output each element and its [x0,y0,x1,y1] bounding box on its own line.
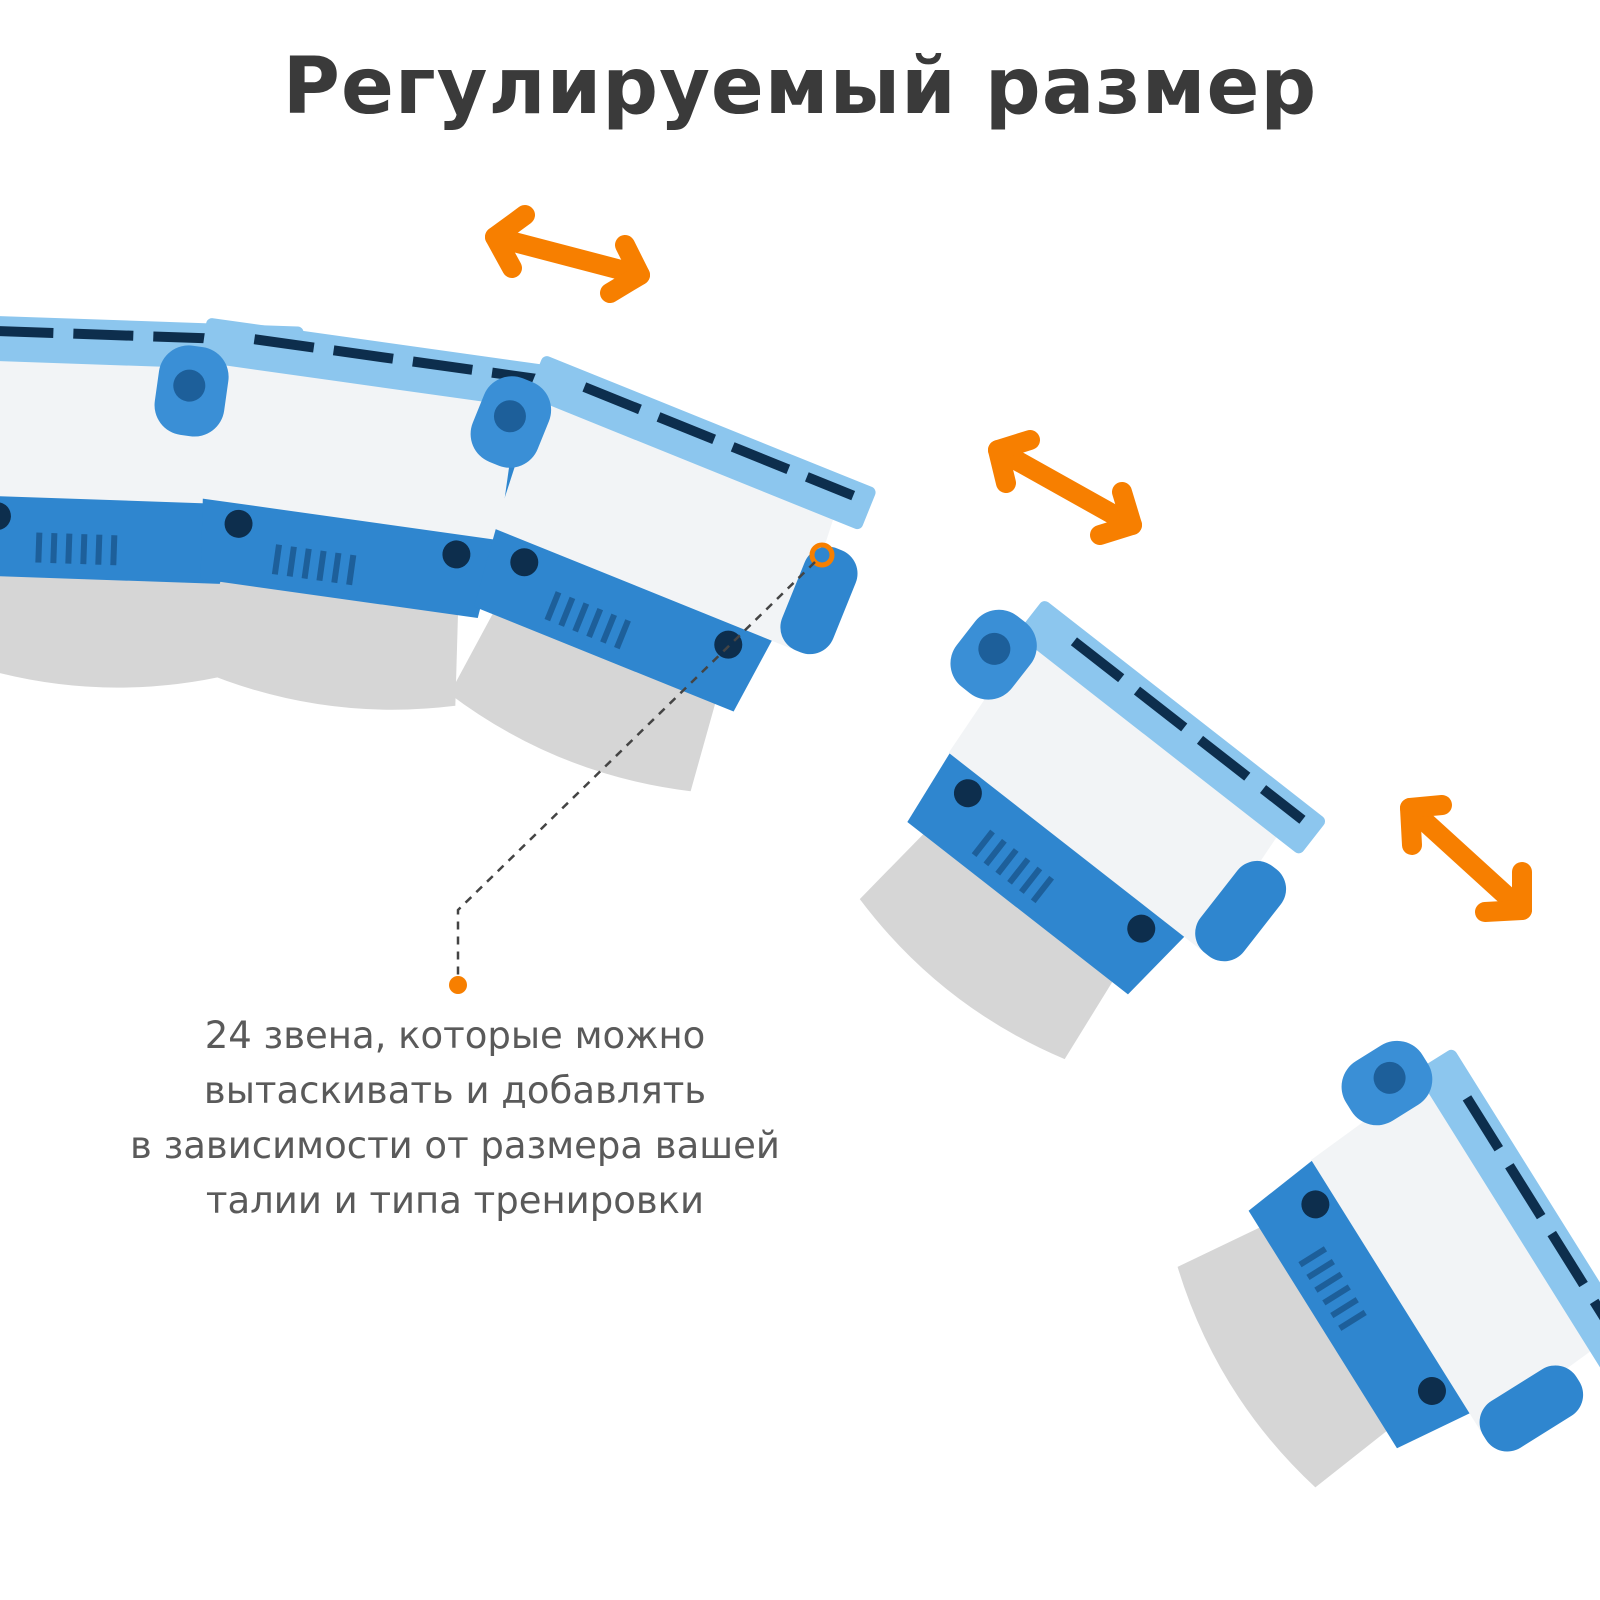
feature-description: 24 звена, которые можно вытаскивать и до… [100,1008,810,1228]
description-line: 24 звена, которые можно [204,1014,706,1057]
double-arrow-icon [485,205,650,303]
double-arrow-icon [1400,795,1532,922]
page-title: Регулируемый размер [282,42,1318,132]
hoop-segment [1120,1013,1600,1561]
double-arrow-icon [988,430,1142,545]
description-line: в зависимости от размера вашей [130,1124,780,1167]
description-line: талии и типа тренировки [205,1179,705,1222]
callout-leader [449,542,835,994]
hoop-segment [785,574,1340,1120]
description-line: вытаскивать и добавлять [203,1069,707,1112]
